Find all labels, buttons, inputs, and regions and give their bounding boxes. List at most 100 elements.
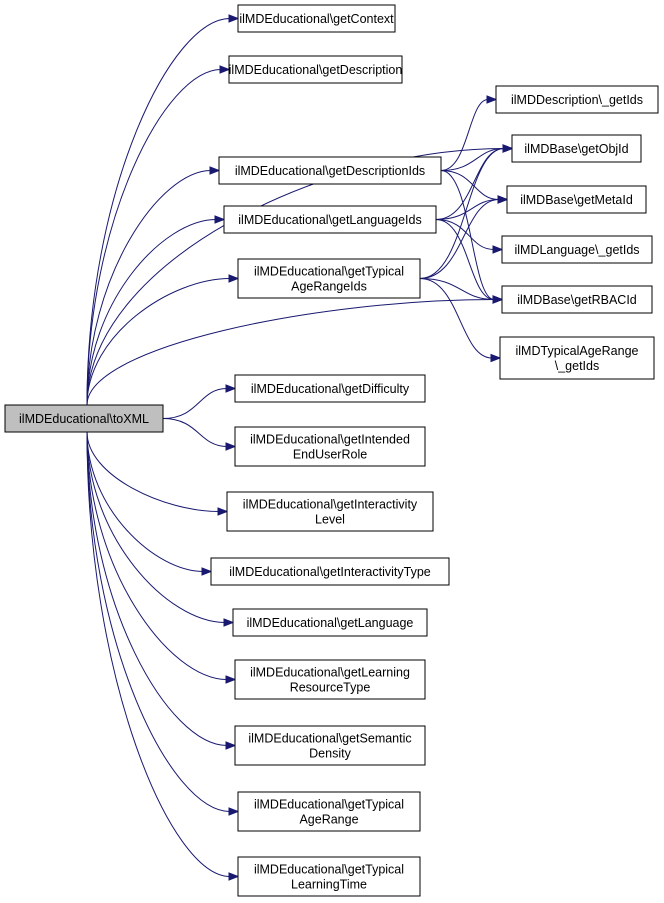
- node-get-obj-id[interactable]: ilMDBase\getObjId: [511, 134, 642, 163]
- edge-to-xml-to-get-intended-end-user-role: [162, 418, 228, 447]
- edge-to-xml-to-get-learning-resource-type: [86, 431, 228, 680]
- edge-to-xml-to-get-rbacid: [86, 299, 495, 406]
- edge-to-xml-to-get-interactivity-level: [86, 431, 220, 512]
- node-label: ilMDBase\getObjId: [524, 142, 628, 156]
- node-box: [506, 185, 647, 214]
- node-tar-get-ids[interactable]: ilMDTypicalAgeRange\_getIds: [499, 336, 655, 380]
- node-box: [223, 205, 437, 234]
- node-get-language-ids[interactable]: ilMDEducational\getLanguageIds: [223, 205, 437, 234]
- node-label: ilMDEducational\getLanguageIds: [238, 213, 421, 227]
- edge-arrowhead: [201, 567, 213, 576]
- node-label: ilMDEducational\getLanguage: [247, 616, 414, 630]
- edge-get-typical-age-range-ids-to-get-obj-id: [419, 148, 505, 279]
- node-box: [226, 491, 434, 532]
- edge-get-description-ids-to-desc-get-ids: [440, 99, 489, 171]
- edge-get-typical-age-range-ids-to-get-meta-id: [419, 199, 500, 279]
- node-box: [234, 374, 426, 403]
- node-box: [511, 134, 642, 163]
- edge-to-xml-to-get-language: [86, 431, 226, 623]
- node-box: [232, 608, 428, 637]
- edge-arrowhead: [219, 65, 231, 74]
- node-label: EndUserRole: [293, 448, 367, 462]
- node-label: Level: [315, 513, 345, 527]
- node-get-context[interactable]: ilMDEducational\getContext: [237, 4, 396, 33]
- edge-get-language-ids-to-get-meta-id: [435, 199, 500, 220]
- node-label: AgeRange: [299, 813, 358, 827]
- node-label: ilMDDescription\_getIds: [511, 93, 643, 107]
- node-label: AgeRangeIds: [291, 280, 367, 294]
- node-to-xml[interactable]: ilMDEducational\toXML: [4, 404, 164, 433]
- node-label: ilMDBase\getRBACId: [517, 293, 637, 307]
- node-label: LearningTime: [291, 878, 367, 892]
- node-box: [234, 426, 426, 467]
- node-label: ilMDEducational\getTypical: [254, 798, 404, 812]
- edge-arrowhead: [223, 618, 235, 627]
- node-box: [210, 557, 450, 586]
- node-label: Density: [309, 747, 351, 761]
- node-label: ilMDBase\getMetaId: [520, 193, 633, 207]
- node-box: [234, 659, 426, 700]
- edge-arrowhead: [490, 353, 502, 363]
- node-get-description[interactable]: ilMDEducational\getDescription: [228, 55, 403, 84]
- node-box: [234, 725, 426, 766]
- edge-get-language-ids-to-lang-get-ids: [435, 219, 495, 250]
- node-get-language[interactable]: ilMDEducational\getLanguage: [232, 608, 428, 637]
- edge-arrowhead: [497, 195, 509, 204]
- edge-to-xml-to-get-typical-age-range: [86, 431, 231, 812]
- node-label: ilMDEducational\getInteractivity: [243, 498, 418, 512]
- node-box: [237, 4, 396, 33]
- node-box: [495, 85, 659, 114]
- node-label: ilMDEducational\getTypical: [254, 863, 404, 877]
- node-box: [501, 285, 653, 314]
- edge-arrowhead: [225, 384, 237, 393]
- edge-get-language-ids-to-get-rbacid: [435, 219, 495, 300]
- edge-to-xml-to-get-typical-age-range-ids: [86, 278, 231, 406]
- node-get-difficulty[interactable]: ilMDEducational\getDifficulty: [234, 374, 426, 403]
- node-label: ResourceType: [290, 681, 371, 695]
- edge-to-xml-to-get-difficulty: [162, 388, 228, 419]
- node-label: ilMDEducational\getDescription: [229, 63, 403, 77]
- edge-arrowhead: [217, 507, 229, 516]
- node-desc-get-ids[interactable]: ilMDDescription\_getIds: [495, 85, 659, 114]
- edge-get-typical-age-range-ids-to-get-rbacid: [419, 278, 495, 300]
- edge-arrowhead: [502, 144, 514, 153]
- node-label: ilMDEducational\getTypical: [254, 265, 404, 279]
- edge-to-xml-to-get-context: [86, 18, 231, 406]
- edge-arrowhead: [492, 245, 504, 254]
- node-get-description-ids[interactable]: ilMDEducational\getDescriptionIds: [218, 156, 442, 185]
- edge-get-typical-age-range-ids-to-tar-get-ids: [419, 278, 493, 359]
- node-label: ilMDEducational\toXML: [19, 412, 149, 426]
- edge-arrowhead: [492, 295, 504, 304]
- edge-arrowhead: [486, 95, 498, 104]
- edge-arrowhead: [228, 14, 240, 23]
- node-label: ilMDEducational\getInteractivityType: [229, 565, 431, 579]
- node-get-meta-id[interactable]: ilMDBase\getMetaId: [506, 185, 647, 214]
- node-box: [237, 791, 421, 832]
- edge-arrowhead: [225, 675, 237, 684]
- edge-to-xml-to-get-description-ids: [86, 170, 212, 406]
- edge-arrowhead: [214, 215, 226, 224]
- node-get-interactivity-type[interactable]: ilMDEducational\getInteractivityType: [210, 557, 450, 586]
- edge-to-xml-to-get-interactivity-type: [86, 431, 204, 572]
- node-label: ilMDEducational\getIntended: [250, 433, 410, 447]
- node-get-rbacid[interactable]: ilMDBase\getRBACId: [501, 285, 653, 314]
- graph-nodes: ilMDEducational\toXML ilMDEducational\get…: [4, 4, 659, 897]
- node-box: [4, 404, 164, 433]
- call-edges: [86, 14, 514, 881]
- node-label: ilMDEducational\getDescriptionIds: [235, 164, 425, 178]
- node-label: ilMDEducational\getLearning: [250, 666, 410, 680]
- node-box: [499, 336, 655, 380]
- node-label: ilMDEducational\getDifficulty: [251, 382, 410, 396]
- node-lang-get-ids[interactable]: ilMDLanguage\_getIds: [501, 235, 653, 264]
- node-label: ilMDEducational\getContext: [239, 12, 394, 26]
- node-box: [501, 235, 653, 264]
- node-label: ilMDEducational\getSemantic: [248, 732, 411, 746]
